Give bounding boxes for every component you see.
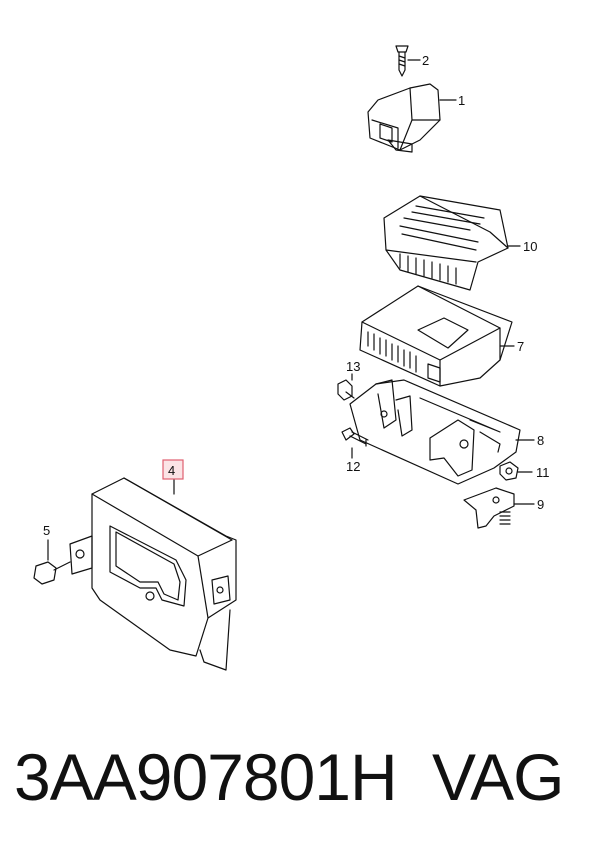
callout-10: 10	[523, 239, 537, 254]
callout-7: 7	[517, 339, 524, 354]
part-5-bolt	[33, 539, 71, 585]
callout-4: 4	[168, 463, 175, 478]
footer: 3AA907801H VAG	[0, 735, 600, 835]
part-1-module	[367, 83, 457, 153]
part-13-bolt	[337, 373, 355, 401]
part-2-screw	[395, 45, 421, 77]
part-12-screw	[341, 427, 369, 459]
callout-13: 13	[346, 359, 360, 374]
callout-1: 1	[458, 93, 465, 108]
callout-5: 5	[43, 523, 50, 538]
callout-9: 9	[537, 497, 544, 512]
part-number: 3AA907801H	[14, 740, 398, 814]
part-9-small-bracket	[463, 487, 535, 529]
callout-8: 8	[537, 433, 544, 448]
exploded-parts-diagram: 2 1 10 7 13 8 12 11 9 5 4	[33, 45, 550, 671]
brand-name: VAG	[432, 740, 564, 814]
part-8-bracket	[349, 379, 535, 485]
callout-11: 11	[536, 465, 550, 480]
callout-2: 2	[422, 53, 429, 68]
part-10-cover	[383, 195, 521, 291]
callout-4-highlight	[162, 459, 184, 480]
part-11-nut	[499, 461, 533, 481]
part-4-control-unit	[69, 477, 237, 671]
part-7-control-unit	[359, 285, 515, 387]
callout-12: 12	[346, 459, 360, 474]
